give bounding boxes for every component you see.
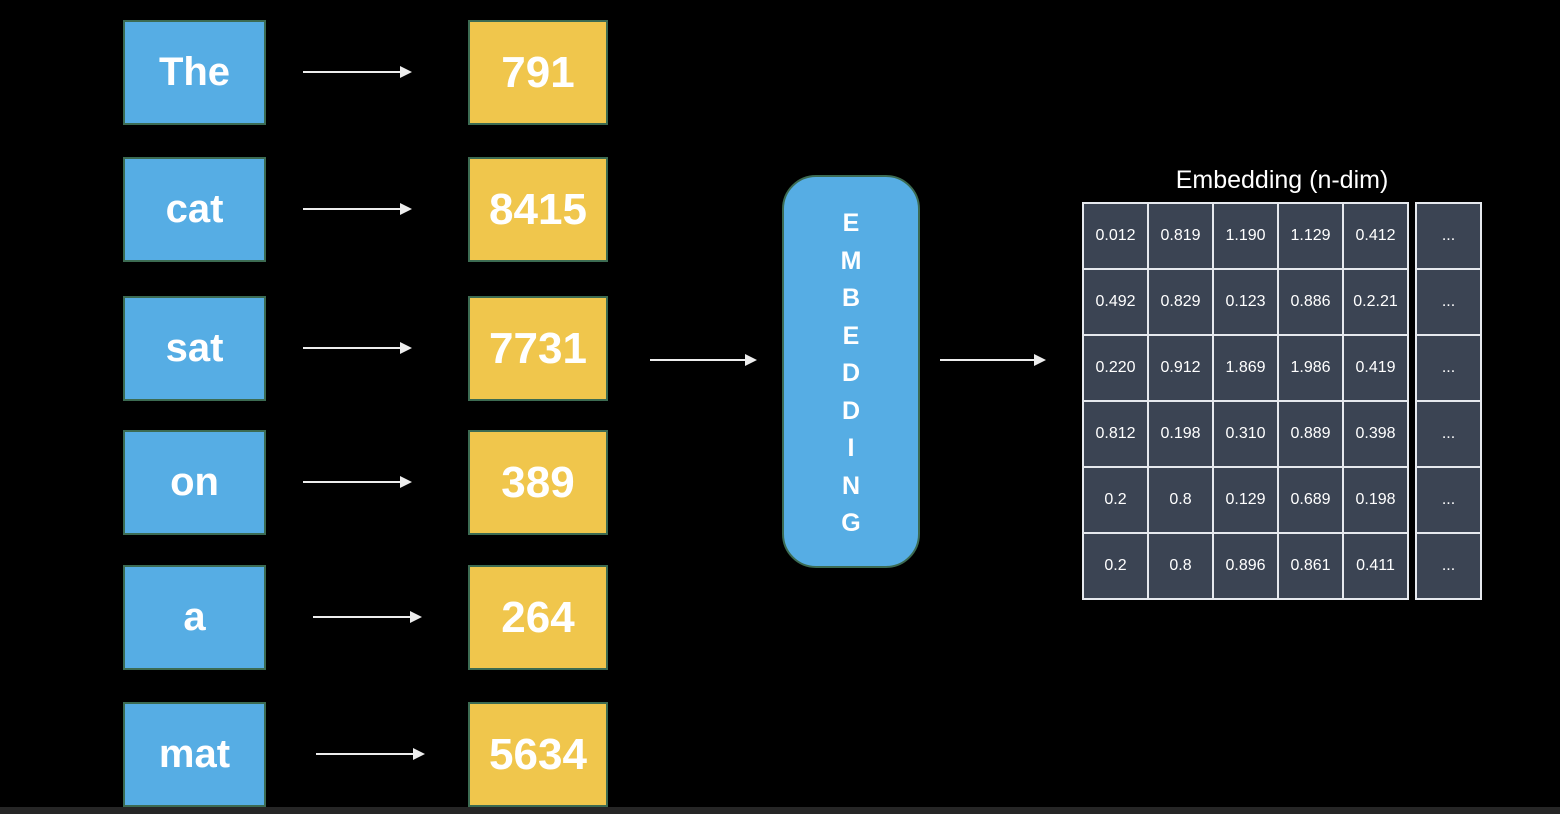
token-label: 389 — [501, 457, 575, 507]
matrix-cell: 0.411 — [1344, 534, 1407, 598]
matrix-cell: 0.220 — [1084, 336, 1147, 400]
word-to-token-arrow-icon — [303, 342, 412, 354]
matrix-cell: 0.310 — [1214, 402, 1277, 466]
matrix-cell: 0.2 — [1084, 534, 1147, 598]
token-to-embedding-arrow-icon — [650, 354, 757, 366]
matrix-cell: 0.2.21 — [1344, 270, 1407, 334]
matrix-cell: ... — [1417, 534, 1480, 598]
matrix-cell: 1.986 — [1279, 336, 1342, 400]
matrix-cell: 1.190 — [1214, 204, 1277, 268]
matrix-cell: 1.129 — [1279, 204, 1342, 268]
matrix-cell: 0.689 — [1279, 468, 1342, 532]
flow-row: mat 5634 — [123, 702, 608, 807]
embedding-letter: E — [842, 209, 860, 237]
word-to-token-arrow-icon — [313, 611, 422, 623]
matrix-cell: 0.861 — [1279, 534, 1342, 598]
matrix-cell: 0.2 — [1084, 468, 1147, 532]
token-box: 791 — [468, 20, 608, 125]
matrix-cell: 0.419 — [1344, 336, 1407, 400]
matrix-cell: ... — [1417, 270, 1480, 334]
matrix-cell: 0.012 — [1084, 204, 1147, 268]
matrix-cell: 0.829 — [1149, 270, 1212, 334]
token-box: 8415 — [468, 157, 608, 262]
word-label: cat — [165, 187, 224, 231]
word-box: mat — [123, 702, 266, 807]
token-label: 791 — [501, 47, 575, 97]
matrix-cell: 1.869 — [1214, 336, 1277, 400]
word-label: The — [158, 50, 231, 94]
token-box: 389 — [468, 430, 608, 535]
word-box: cat — [123, 157, 266, 262]
embedding-block: E M B E D D I N G — [782, 175, 920, 568]
matrix-cell: ... — [1417, 336, 1480, 400]
matrix-ellipsis-column: ... ... ... ... ... ... — [1415, 202, 1482, 600]
matrix-cell: ... — [1417, 204, 1480, 268]
flow-row: The 791 — [123, 20, 608, 125]
matrix-cell: 0.912 — [1149, 336, 1212, 400]
token-label: 8415 — [489, 184, 587, 234]
token-box: 5634 — [468, 702, 608, 807]
matrix-cell: 0.412 — [1344, 204, 1407, 268]
word-to-token-arrow-icon — [303, 476, 412, 488]
matrix-title: Embedding (n-dim) — [1175, 166, 1389, 194]
matrix-cell: ... — [1417, 468, 1480, 532]
flow-row: on 389 — [123, 430, 608, 535]
embedding-letter: I — [847, 434, 855, 462]
matrix-cell: 0.198 — [1149, 402, 1212, 466]
word-label: mat — [158, 732, 231, 776]
embedding-letter: G — [841, 509, 861, 537]
matrix-main-grid: 0.012 0.819 1.190 1.129 0.412 0.492 0.82… — [1082, 202, 1409, 600]
token-label: 264 — [501, 592, 575, 642]
matrix-cell: 0.819 — [1149, 204, 1212, 268]
token-box: 7731 — [468, 296, 608, 401]
matrix-cell: 0.8 — [1149, 534, 1212, 598]
flow-row: a 264 — [123, 565, 608, 670]
embedding-letter: N — [841, 471, 861, 500]
word-label: a — [183, 595, 206, 639]
embedding-letter: D — [841, 396, 861, 425]
word-to-token-arrow-icon — [303, 203, 412, 215]
matrix-cell: ... — [1417, 402, 1480, 466]
embedding-letter: D — [841, 359, 861, 387]
bottom-bar — [0, 807, 1560, 814]
matrix-cell: 0.886 — [1279, 270, 1342, 334]
token-label: 7731 — [489, 323, 587, 373]
flow-row: sat 7731 — [123, 296, 608, 401]
embedding-letter: E — [842, 321, 860, 350]
matrix-cell: 0.896 — [1214, 534, 1277, 598]
embedding-to-matrix-arrow-icon — [940, 354, 1046, 366]
matrix-cell: 0.8 — [1149, 468, 1212, 532]
word-to-token-arrow-icon — [316, 748, 425, 760]
word-label: sat — [165, 326, 224, 370]
word-box: on — [123, 430, 266, 535]
embedding-letter: M — [840, 246, 862, 275]
token-label: 5634 — [489, 729, 587, 779]
embedding-letter: B — [841, 284, 861, 312]
embedding-matrix: 0.012 0.819 1.190 1.129 0.412 0.492 0.82… — [1082, 202, 1482, 600]
word-box: The — [123, 20, 266, 125]
word-label: on — [170, 460, 219, 504]
matrix-cell: 0.198 — [1344, 468, 1407, 532]
matrix-cell: 0.123 — [1214, 270, 1277, 334]
matrix-cell: 0.812 — [1084, 402, 1147, 466]
matrix-cell: 0.492 — [1084, 270, 1147, 334]
word-to-token-arrow-icon — [303, 66, 412, 78]
word-box: a — [123, 565, 266, 670]
matrix-cell: 0.398 — [1344, 402, 1407, 466]
matrix-cell: 0.889 — [1279, 402, 1342, 466]
word-box: sat — [123, 296, 266, 401]
flow-row: cat 8415 — [123, 157, 608, 262]
matrix-cell: 0.129 — [1214, 468, 1277, 532]
token-box: 264 — [468, 565, 608, 670]
